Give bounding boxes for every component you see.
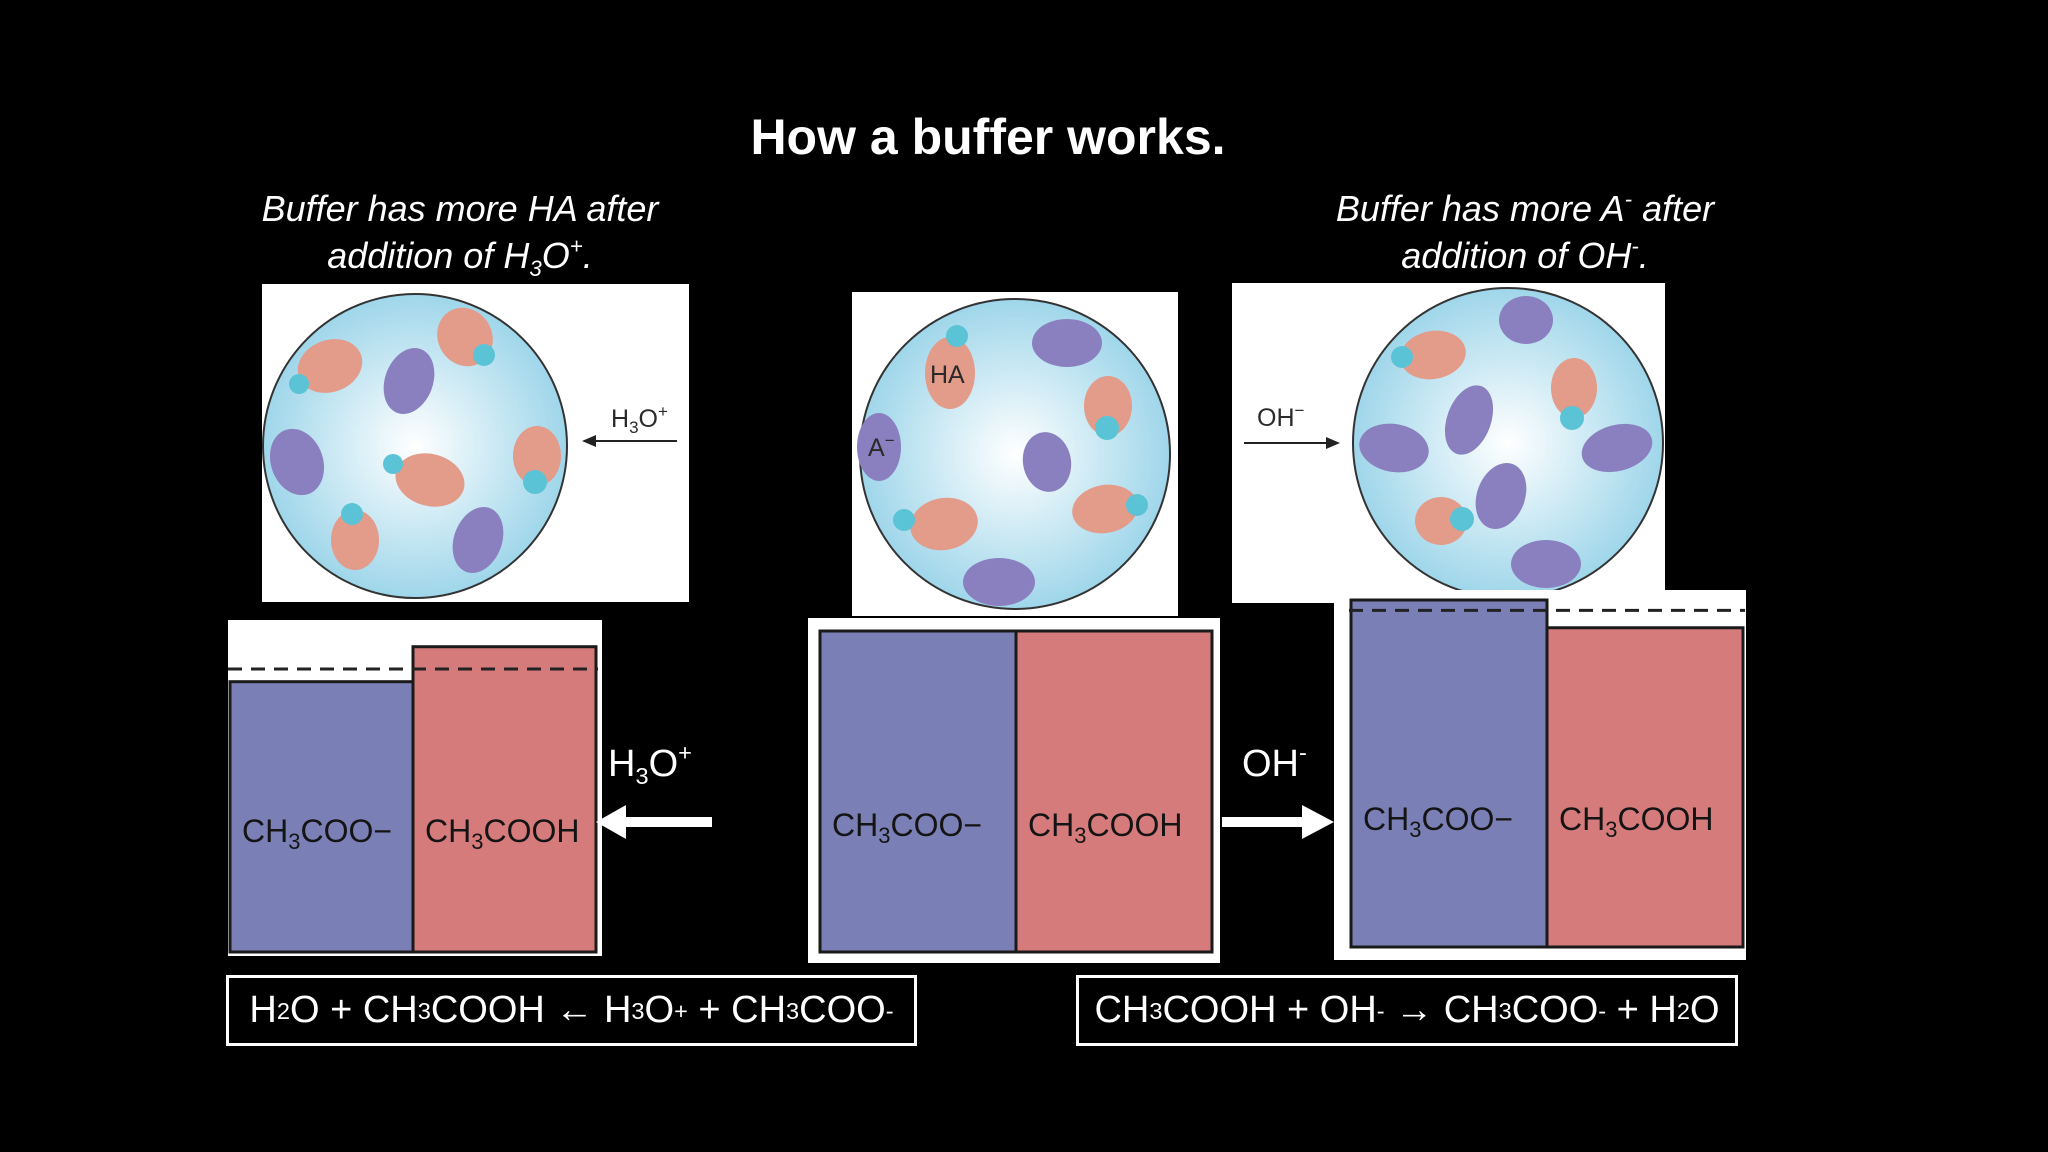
left-white-arrow [596, 805, 712, 839]
a-minus-molecule [1499, 296, 1553, 344]
a-minus-molecule [1359, 423, 1429, 473]
left-white-arrow-shaft [622, 817, 712, 827]
acid-bar [1545, 626, 1745, 949]
bars-middle-svg: CH3COO− CH3COOH [818, 629, 1214, 954]
oh-arrow-label: OH− [1257, 401, 1305, 432]
ha-label: HA [930, 361, 965, 389]
bars-right-svg: CH3COO− CH3COOH [1349, 598, 1745, 949]
bars-panel-middle: CH3COO− CH3COOH [808, 618, 1220, 963]
beaker-panel-right: OH− [1232, 283, 1665, 603]
caption-right: Buffer has more A- after addition of OH-… [1275, 185, 1775, 279]
bars-panel-left: CH3COO− CH3COOH [228, 620, 602, 956]
ha-molecule [1072, 484, 1148, 534]
a-minus-molecule [1511, 540, 1581, 588]
ha-molecule [1415, 497, 1474, 545]
ha-molecule [289, 339, 363, 394]
ha-molecule [1391, 330, 1466, 380]
caption-left: Buffer has more HA after addition of H3O… [210, 185, 710, 279]
acid-bar-label: CH3COOH [425, 813, 579, 854]
left-white-arrow-head [596, 805, 626, 839]
acetate-bar-label: CH3COO− [832, 807, 982, 848]
bars-left-svg: CH3COO− CH3COOH [228, 645, 598, 954]
acetate-bar-label: CH3COO− [1363, 801, 1513, 842]
a-minus-molecule [1475, 463, 1527, 529]
right-white-arrow [1222, 805, 1334, 839]
acid-bar [411, 645, 598, 954]
caption-left-line2: addition of H3O+. [327, 233, 593, 281]
ha-molecule [437, 307, 495, 367]
a-minus-molecule [1581, 423, 1653, 473]
a-minus-molecule [1022, 432, 1072, 492]
acid-bar-label: CH3COOH [1028, 807, 1182, 848]
acid-bar-label: CH3COOH [1559, 801, 1713, 842]
acid-bar [1014, 629, 1214, 954]
caption-right-line1: Buffer has more A- after [1335, 186, 1715, 229]
ha-molecule-labeled: HA [925, 325, 975, 409]
a-minus-molecule [1444, 385, 1494, 455]
acetate-bar [1349, 598, 1549, 949]
h3o-side-label: H3O+ [608, 739, 692, 790]
a-minus-molecule [269, 428, 325, 496]
caption-left-line1: Buffer has more HA after [261, 188, 659, 229]
a-minus-molecule [383, 348, 435, 414]
a-minus-molecule-labeled: A− [857, 413, 901, 481]
acetate-bar-label: CH3COO− [242, 813, 392, 854]
acetate-bar [818, 629, 1018, 954]
beaker-panel-middle: HA A− [852, 292, 1178, 616]
ha-molecule [383, 453, 465, 507]
beaker-panel-left: H3O+ [262, 284, 689, 602]
h3o-arrow-label: H3O+ [611, 402, 668, 437]
ha-molecule [1084, 376, 1132, 440]
ha-molecule [331, 503, 379, 570]
beaker-middle-svg: HA A− [857, 298, 1171, 610]
beaker-right-svg: OH− [1244, 287, 1664, 599]
a-minus-molecule [963, 558, 1035, 606]
caption-right-line2: addition of OH-. [1401, 233, 1649, 276]
bars-panel-right: CH3COO− CH3COOH [1334, 590, 1746, 960]
a-minus-molecule [1032, 319, 1102, 367]
page-title: How a buffer works. [750, 109, 1226, 165]
ha-molecule [513, 426, 561, 494]
acetate-bar [228, 680, 415, 954]
ha-molecule [1551, 358, 1597, 430]
oh-side-label: OH- [1242, 739, 1307, 785]
arrow-in-head [582, 435, 596, 447]
right-white-arrow-shaft [1222, 817, 1306, 827]
arrow-in-head [1326, 437, 1340, 449]
ha-molecule [893, 497, 978, 551]
a-minus-molecule [452, 507, 504, 573]
right-white-arrow-head [1302, 805, 1334, 839]
beaker-left-svg: H3O+ [262, 293, 677, 599]
